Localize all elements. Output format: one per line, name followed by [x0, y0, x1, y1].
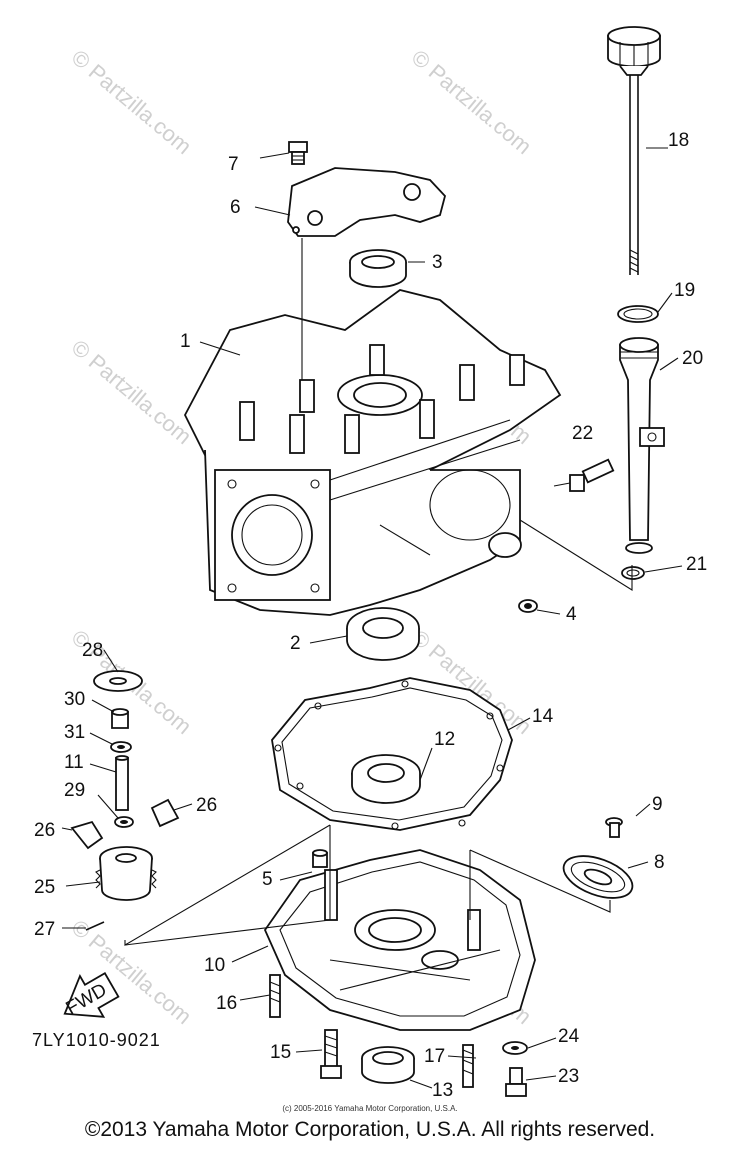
label-12: 12	[434, 729, 455, 750]
part-18-dipstick[interactable]	[607, 26, 661, 275]
label-24: 24	[558, 1026, 580, 1047]
part-15-bolt[interactable]	[320, 1029, 342, 1079]
part-27-pin[interactable]	[85, 921, 105, 931]
label-18: 18	[668, 130, 689, 151]
copyright-footer: ©2013 Yamaha Motor Corporation, U.S.A. A…	[84, 1118, 656, 1141]
label-22: 22	[572, 423, 593, 444]
part-8-gear[interactable]	[558, 848, 638, 906]
part-3-seal[interactable]	[349, 249, 407, 288]
part-22-bolt[interactable]	[569, 458, 615, 492]
part-5-plug[interactable]	[312, 849, 328, 868]
leader-lines	[61, 147, 683, 1089]
label-13: 13	[432, 1080, 453, 1101]
part-20-filler-tube[interactable]	[619, 337, 665, 554]
fwd-arrow: FWD	[63, 972, 120, 1019]
label-28: 28	[82, 640, 103, 661]
label-14: 14	[532, 706, 554, 727]
part-2-bearing[interactable]	[346, 607, 420, 661]
part-6-plate[interactable]	[287, 167, 446, 237]
part-26-weight-left[interactable]	[70, 820, 104, 850]
label-31: 31	[64, 722, 85, 743]
part-9-bolt[interactable]	[605, 817, 623, 838]
part-28-washer[interactable]	[93, 670, 143, 692]
part-29-washer[interactable]	[114, 816, 134, 828]
part-17-stud[interactable]	[462, 1044, 474, 1088]
diagram-code: 7LY1010-9021	[32, 1030, 161, 1050]
part-23-bolt[interactable]	[505, 1067, 527, 1097]
label-20: 20	[682, 348, 703, 369]
label-7: 7	[228, 154, 239, 175]
label-30: 30	[64, 689, 85, 710]
label-4: 4	[566, 604, 577, 625]
part-13-seal[interactable]	[361, 1046, 415, 1084]
part-10-crankcase-cover[interactable]	[263, 849, 536, 1031]
label-25: 25	[34, 877, 55, 898]
part-7-bolt[interactable]	[288, 141, 308, 165]
part-30-bushing[interactable]	[111, 708, 129, 729]
part-26-weight-right[interactable]	[150, 798, 180, 828]
label-26-left: 26	[34, 820, 55, 841]
label-2: 2	[290, 633, 301, 654]
part-1-crankcase[interactable]	[183, 289, 562, 616]
label-5: 5	[262, 869, 273, 890]
watermark-2: © Partzilla.com	[407, 45, 537, 159]
label-19: 19	[674, 280, 695, 301]
label-23: 23	[558, 1066, 579, 1087]
label-3: 3	[432, 252, 443, 273]
label-11: 11	[64, 752, 84, 773]
part-19-o-ring[interactable]	[617, 305, 659, 323]
watermark-3: © Partzilla.com	[67, 335, 197, 449]
label-10: 10	[204, 955, 225, 976]
watermark-1: © Partzilla.com	[67, 45, 197, 159]
part-21-o-ring[interactable]	[621, 566, 645, 580]
part-4-plug[interactable]	[518, 599, 538, 613]
label-6: 6	[230, 197, 241, 218]
part-12-bearing[interactable]	[351, 754, 421, 804]
part-24-washer[interactable]	[502, 1041, 528, 1055]
part-11-shaft[interactable]	[115, 755, 129, 811]
label-1: 1	[180, 331, 191, 352]
part-labels: 7 6 3 1 2 4 18 19 20 22 21 28 30 31 11 2…	[34, 130, 707, 1101]
part-16-stud[interactable]	[269, 974, 281, 1018]
label-21: 21	[686, 554, 707, 575]
small-copyright: (c) 2005-2016 Yamaha Motor Corporation, …	[282, 1104, 457, 1113]
part-25-gear[interactable]	[95, 846, 157, 901]
label-16: 16	[216, 993, 237, 1014]
part-14-gasket[interactable]	[271, 677, 513, 831]
label-17: 17	[424, 1046, 445, 1067]
label-27: 27	[34, 919, 55, 940]
label-29: 29	[64, 780, 85, 801]
label-8: 8	[654, 852, 665, 873]
part-31-washer[interactable]	[110, 741, 132, 753]
label-26-right: 26	[196, 795, 217, 816]
label-15: 15	[270, 1042, 291, 1063]
label-9: 9	[652, 794, 663, 815]
